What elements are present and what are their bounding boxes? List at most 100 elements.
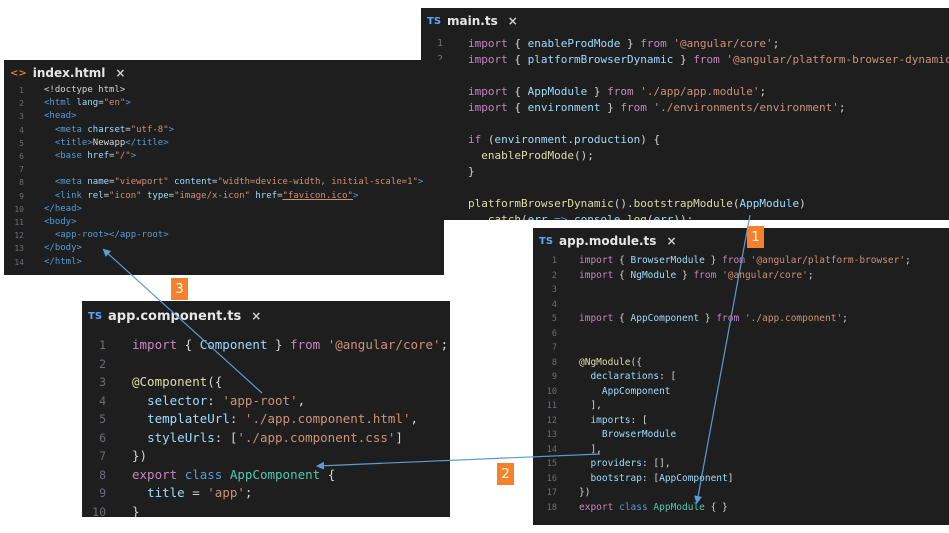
code-token: AppComponent (659, 472, 728, 484)
code-token: ; (905, 255, 911, 266)
code-line[interactable]: </html> (44, 256, 82, 269)
code-token: @Component (132, 374, 208, 389)
index-html-tab[interactable]: <> index.html × (4, 60, 125, 86)
app-component-ts-tab[interactable]: TS app.component.ts × (82, 301, 261, 331)
line-number: 11 (546, 401, 557, 411)
line-number: 1 (551, 256, 557, 266)
code-line[interactable]: <body> (44, 216, 77, 229)
code-line[interactable]: import { BrowserModule } from '@angular/… (579, 254, 911, 269)
code-token: "en" (103, 98, 126, 109)
code-line[interactable]: selector: 'app-root', (132, 392, 305, 411)
code-line[interactable]: </head> (44, 203, 82, 216)
code-token: './app.component.html' (244, 411, 411, 426)
code-token: { (507, 101, 528, 114)
code-line[interactable]: <base href="/"> (44, 150, 136, 163)
code-token: href (87, 151, 110, 161)
code-line[interactable]: import { AppComponent } from './app.comp… (579, 312, 848, 327)
line-number: 12 (546, 415, 557, 426)
code-line[interactable]: platformBrowserDynamic().bootstrapModule… (468, 196, 806, 212)
code-line[interactable]: } (468, 164, 475, 180)
code-token: > (417, 177, 424, 188)
code-token: }) (579, 487, 591, 498)
code-line[interactable]: export class AppComponent { (132, 466, 335, 485)
line-number: 1 (19, 86, 24, 95)
code-line[interactable]: import { environment } from './environme… (468, 100, 846, 116)
code-line[interactable]: <html lang="en"> (44, 97, 131, 110)
code-line[interactable]: import { AppModule } from './app/app.mod… (468, 84, 766, 100)
code-line[interactable]: <meta name="viewport" content="width=dev… (44, 176, 424, 189)
code-token: import (579, 269, 614, 281)
line-number: 13 (14, 244, 24, 254)
line-number: 8 (551, 357, 557, 368)
close-icon[interactable]: × (507, 14, 518, 28)
code-line[interactable]: styleUrls: ['./app.component.css'] (132, 429, 403, 448)
code-token: </head> (44, 203, 82, 214)
code-line[interactable]: <app-root></app-root> (44, 229, 169, 242)
code-token: selector (147, 392, 208, 408)
code-line[interactable]: declarations: [ (579, 370, 676, 385)
code-token: , (297, 392, 306, 408)
code-token: from (640, 37, 667, 50)
code-token: , (410, 411, 419, 426)
code-line[interactable]: providers: [], (579, 457, 670, 472)
code-token: <link (54, 190, 82, 201)
code-line[interactable]: title = 'app'; (132, 484, 252, 503)
code-line[interactable]: import { enableProdMode } from '@angular… (468, 36, 779, 52)
code-line[interactable]: AppComponent (579, 385, 671, 400)
code-line[interactable]: <meta charset="utf-8"> (44, 124, 174, 137)
code-line[interactable]: <!doctype html> (44, 84, 125, 97)
code-line[interactable]: }) (579, 486, 590, 501)
line-number: 14 (546, 444, 557, 455)
close-icon[interactable]: × (666, 234, 677, 248)
code-token: <body> (44, 217, 77, 227)
line-number: 1 (436, 38, 443, 49)
code-line[interactable]: ], (579, 399, 601, 414)
code-line[interactable]: enableProdMode(); (468, 148, 594, 164)
code-line[interactable]: @Component({ (132, 373, 222, 392)
code-line[interactable]: export class AppModule { } (579, 501, 728, 516)
code-line[interactable]: </body> (44, 242, 82, 255)
code-line[interactable]: BrowserModule (579, 428, 676, 443)
code-line[interactable]: imports: [ (579, 414, 647, 429)
code-token: type (146, 190, 169, 201)
line-number: 4 (551, 299, 557, 310)
code-line[interactable]: @NgModule({ (579, 356, 642, 371)
code-token: export (132, 466, 178, 482)
code-line[interactable]: .catch(err => console.log(err)); (468, 212, 693, 220)
code-line[interactable]: ], (579, 443, 601, 458)
line-number: 18 (546, 502, 557, 513)
code-line[interactable]: templateUrl: './app.component.html', (132, 410, 418, 429)
code-token: Newapp (92, 137, 126, 148)
code-token: ] (395, 429, 403, 445)
code-line[interactable]: import { NgModule } from '@angular/core'… (579, 269, 814, 284)
code-line[interactable]: <title>Newapp</title> (44, 137, 169, 150)
code-token: bootstrap (590, 472, 642, 484)
code-token: catch (487, 213, 521, 220)
step-badge-3: 3 (171, 278, 188, 300)
step-badge-1: 1 (747, 226, 764, 248)
close-icon[interactable]: × (251, 309, 262, 323)
code-line[interactable]: <link rel="icon" type="image/x-icon" hre… (44, 190, 359, 203)
code-line[interactable]: import { platformBrowserDynamic } from '… (468, 52, 949, 68)
close-icon[interactable]: × (115, 66, 126, 80)
code-token: AppComponent (630, 313, 700, 324)
code-line[interactable]: if (environment.production) { (468, 132, 660, 148)
code-line[interactable]: }) (132, 447, 147, 466)
code-token: "width=device-width, initial-scale=1" (217, 177, 418, 188)
code-token: log (626, 213, 647, 220)
code-token: } (132, 503, 140, 518)
code-line[interactable]: } (132, 503, 140, 518)
code-token: import (468, 85, 508, 98)
code-token: console (574, 213, 621, 220)
code-token: templateUrl (147, 411, 230, 426)
code-token: : [ (214, 429, 238, 445)
code-token: = (109, 177, 115, 188)
main-ts-tab[interactable]: TS main.ts × (421, 8, 518, 34)
code-token: = (125, 124, 131, 135)
code-line[interactable]: bootstrap: [AppComponent] (579, 472, 733, 487)
code-line[interactable]: <head> (44, 110, 77, 123)
code-line[interactable]: import { Component } from '@angular/core… (132, 336, 448, 355)
code-token: './app.component' (744, 313, 843, 324)
line-number: 5 (551, 314, 557, 324)
app-module-ts-tab[interactable]: TS app.module.ts × (533, 228, 677, 254)
